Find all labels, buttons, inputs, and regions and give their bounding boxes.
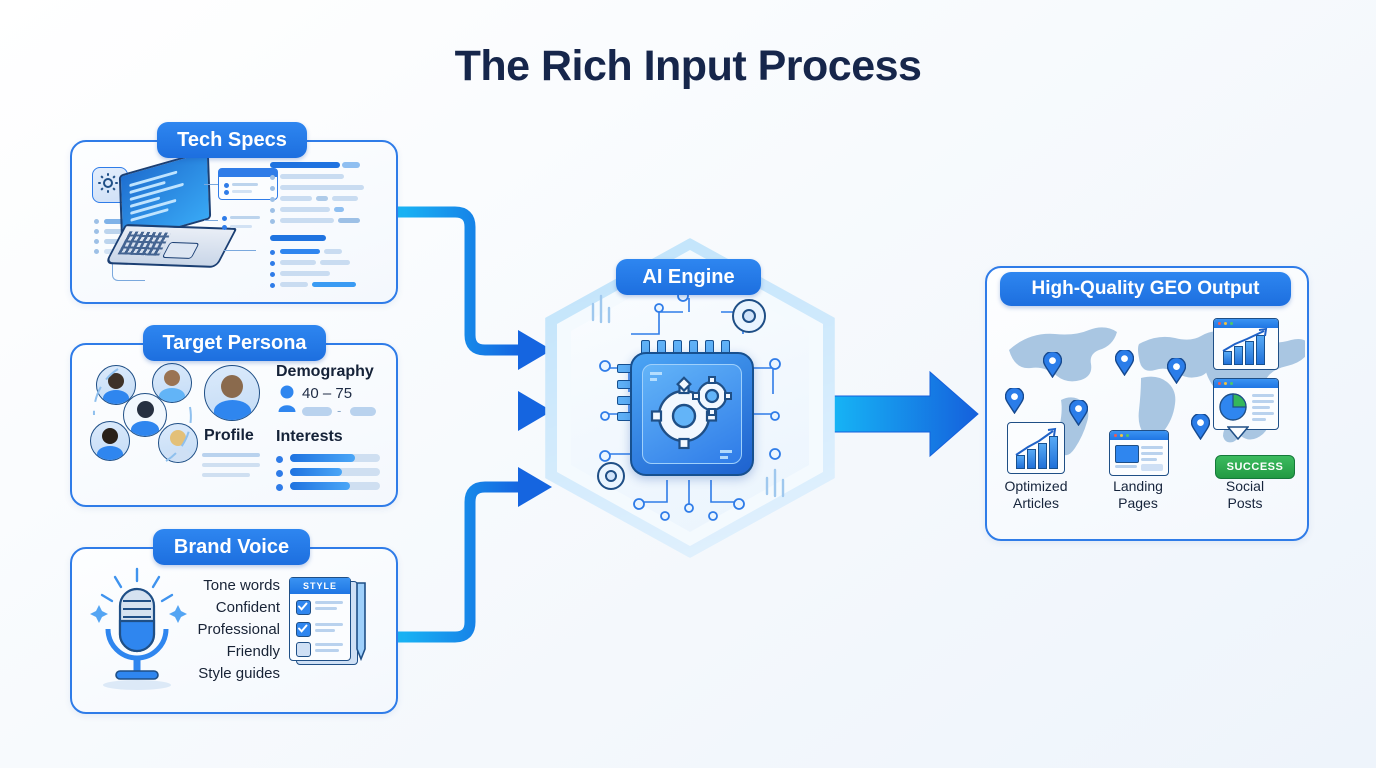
analytics-window-icon — [1213, 318, 1279, 370]
laptop-base — [104, 224, 238, 268]
interest-bar — [290, 454, 355, 462]
badge-ai-engine[interactable]: AI Engine — [616, 259, 761, 295]
output-item-label: Social Posts — [1225, 478, 1265, 511]
person-icon — [278, 385, 296, 412]
connector-line — [112, 258, 145, 281]
demography-label: Demography — [276, 363, 374, 380]
brand-word: Friendly — [226, 643, 280, 660]
doc-header-label: STYLE — [290, 578, 350, 594]
interest-bar — [290, 482, 350, 490]
badge-tech-specs[interactable]: Tech Specs — [157, 122, 307, 158]
bullet-dot — [94, 239, 99, 244]
map-pin-icon — [1190, 412, 1211, 441]
browser-window-icon — [1109, 430, 1169, 476]
badge-geo-output[interactable]: High-Quality GEO Output — [1000, 272, 1291, 306]
chip-body — [630, 352, 754, 476]
interests-label: Interests — [276, 428, 343, 445]
bullet-dot — [94, 219, 99, 224]
target-persona-content: Profile Demography 40 – 75 - Interests — [70, 343, 394, 503]
profile-label: Profile — [204, 427, 254, 444]
bar-chart-icon — [1007, 422, 1065, 474]
brand-word: Tone words — [203, 577, 280, 594]
spec-panel-icon — [218, 168, 278, 200]
map-pin-icon — [1004, 386, 1025, 415]
page-title: The Rich Input Process — [454, 42, 922, 90]
tech-specs-content — [70, 140, 394, 300]
brand-word: Confident — [215, 599, 280, 616]
map-pin-icon — [1068, 398, 1089, 427]
geo-output-content: Optimized Articles Landing Pages — [985, 266, 1305, 537]
brand-word: Professional — [197, 621, 280, 638]
map-pin-icon — [1042, 350, 1063, 379]
brand-voice-content: Tone words Confident Professional Friend… — [70, 547, 394, 710]
bullet-dot — [94, 229, 99, 234]
spec-line — [104, 229, 132, 234]
badge-brand-voice[interactable]: Brand Voice — [153, 529, 310, 565]
age-range: 40 – 75 — [302, 385, 353, 402]
pie-chart-bubble-icon — [1213, 378, 1279, 430]
badge-target-persona[interactable]: Target Persona — [143, 325, 326, 361]
status-badge: SUCCESS — [1215, 455, 1295, 479]
map-pin-icon — [1166, 356, 1187, 385]
map-pin-icon — [1114, 348, 1135, 377]
bullet-dot — [94, 249, 99, 254]
output-item-label: Optimized Articles — [1004, 478, 1068, 511]
avatar — [204, 365, 260, 421]
interest-bar — [290, 468, 342, 476]
output-item-label: Landing Pages — [1113, 478, 1163, 511]
brand-word: Style guides — [198, 665, 280, 682]
